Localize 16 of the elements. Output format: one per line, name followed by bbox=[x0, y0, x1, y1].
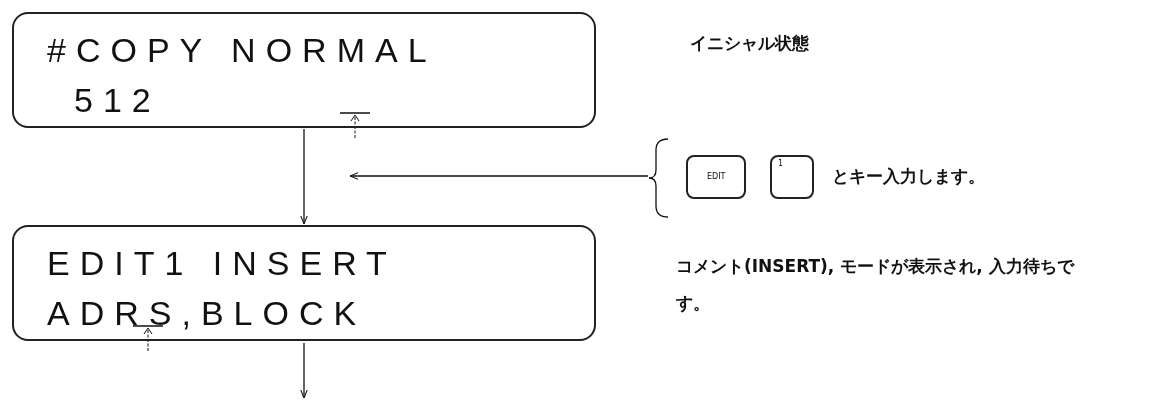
arrow bbox=[300, 342, 308, 399]
arrow bbox=[300, 128, 308, 225]
display-text-line: ADRS,BLOCK bbox=[47, 293, 367, 333]
keyboard-key bbox=[686, 155, 746, 199]
lcd-display-panel bbox=[12, 225, 596, 341]
display-text-line: EDIT1 INSERT bbox=[47, 243, 397, 283]
display-text-line: #COPY NORMAL bbox=[47, 30, 437, 70]
lcd-display-panel bbox=[12, 12, 596, 128]
description-text: イニシャル状態 bbox=[690, 32, 810, 55]
description-text: コメント(INSERT), モードが表示され, 入力待ちです。 bbox=[676, 255, 1076, 315]
instruction-text: とキー入力します。 bbox=[832, 165, 985, 188]
key-legend: 1 bbox=[778, 159, 784, 168]
display-text-line: 512 bbox=[74, 80, 161, 120]
key-legend: EDIT bbox=[707, 172, 726, 181]
keyboard-key bbox=[770, 155, 814, 199]
arrow bbox=[349, 172, 649, 180]
